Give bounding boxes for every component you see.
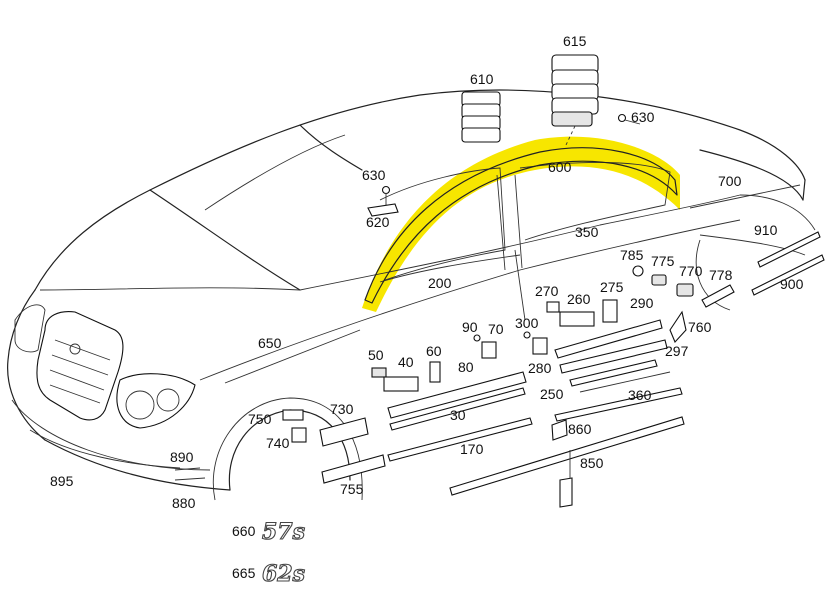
part-170	[387, 417, 533, 462]
label-80: 80	[458, 359, 474, 375]
label-615: 615	[563, 33, 587, 49]
part-910	[757, 231, 821, 268]
label-360: 360	[628, 387, 652, 403]
part-30	[389, 387, 526, 431]
part-785	[632, 265, 644, 277]
part-50	[371, 367, 387, 378]
label-200: 200	[428, 275, 452, 291]
car-body	[7, 89, 816, 501]
label-250: 250	[540, 386, 564, 402]
part-610	[461, 91, 501, 143]
label-850: 850	[580, 455, 604, 471]
label-880: 880	[172, 495, 196, 511]
part-250	[569, 359, 658, 387]
part-730	[319, 417, 369, 447]
label-90: 90	[462, 319, 478, 335]
label-900: 900	[780, 276, 804, 292]
badge-57s: 57s	[262, 519, 305, 545]
label-775: 775	[651, 253, 675, 269]
label-600: 600	[548, 159, 572, 175]
label-778: 778	[709, 267, 733, 283]
part-850-strip	[449, 416, 685, 496]
label-910: 910	[754, 222, 778, 238]
part-860	[551, 419, 568, 441]
part-260	[559, 311, 595, 327]
part-300-clip	[532, 337, 548, 355]
part-360	[554, 387, 683, 422]
highlight-600	[362, 136, 680, 312]
label-785: 785	[620, 247, 644, 263]
label-260: 260	[567, 291, 591, 307]
label-290: 290	[630, 295, 654, 311]
label-297: 297	[665, 343, 689, 359]
part-770	[676, 283, 694, 297]
label-630: 630	[362, 167, 386, 183]
label-30: 30	[450, 407, 466, 423]
part-80	[387, 371, 527, 419]
label-860: 860	[568, 421, 592, 437]
label-665: 665	[232, 565, 256, 581]
part-740	[291, 427, 307, 443]
part-40	[383, 376, 419, 392]
part-775	[651, 274, 667, 286]
part-750	[282, 409, 304, 421]
label-270: 270	[535, 283, 559, 299]
label-50: 50	[368, 347, 384, 363]
label-730: 730	[330, 401, 354, 417]
label-650: 650	[258, 335, 282, 351]
part-275	[602, 299, 618, 323]
label-275: 275	[600, 279, 624, 295]
part-760	[669, 310, 687, 344]
part-70	[481, 341, 497, 359]
badge-62s: 62s	[262, 561, 305, 587]
label-890: 890	[170, 449, 194, 465]
label-350: 350	[575, 224, 599, 240]
label-610: 610	[470, 71, 494, 87]
part-60	[429, 361, 441, 383]
label-170: 170	[460, 441, 484, 457]
label-700: 700	[718, 173, 742, 189]
label-630: 630	[631, 109, 655, 125]
part-297	[559, 339, 668, 374]
part-850	[559, 477, 573, 508]
label-760: 760	[688, 319, 712, 335]
label-895: 895	[50, 473, 74, 489]
label-750: 750	[248, 411, 272, 427]
part-270	[546, 301, 560, 313]
label-740: 740	[266, 435, 290, 451]
label-300: 300	[515, 315, 539, 331]
label-60: 60	[426, 343, 442, 359]
label-620: 620	[366, 214, 390, 230]
label-660: 660	[232, 523, 256, 539]
part-90	[473, 334, 481, 342]
label-770: 770	[679, 263, 703, 279]
part-615	[551, 54, 599, 146]
label-755: 755	[340, 481, 364, 497]
part-630-screws	[381, 113, 641, 205]
part-290	[554, 319, 663, 359]
part-620	[367, 203, 399, 217]
label-40: 40	[398, 354, 414, 370]
part-900	[751, 254, 825, 296]
part-755	[321, 454, 386, 484]
part-300	[523, 331, 531, 339]
label-70: 70	[488, 321, 504, 337]
label-280: 280	[528, 360, 552, 376]
part-778	[701, 284, 735, 308]
